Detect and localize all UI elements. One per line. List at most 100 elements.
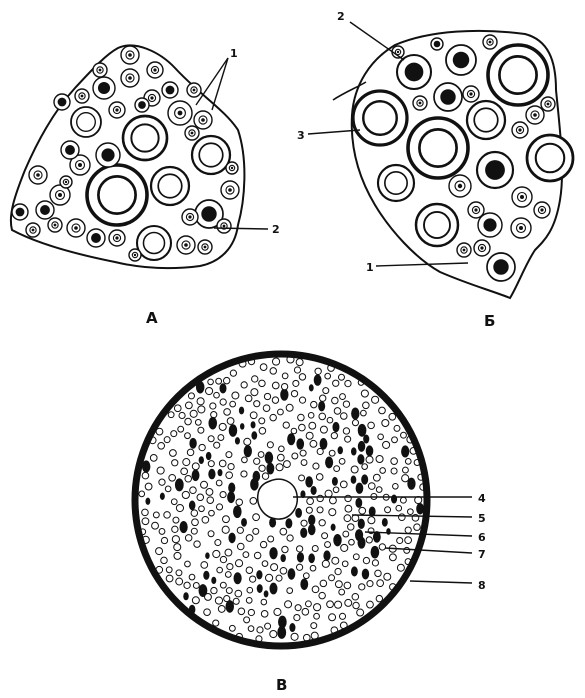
light-cell — [270, 630, 277, 637]
dark-cell — [308, 524, 316, 535]
dark-cell — [356, 483, 364, 494]
light-cell — [219, 460, 226, 467]
light-cell — [243, 552, 249, 558]
light-cell — [259, 465, 265, 471]
panel-b-callout-2: 2 — [337, 10, 345, 23]
light-cell — [408, 509, 414, 515]
light-cell — [307, 498, 314, 505]
light-cell — [171, 499, 177, 505]
dark-cell — [264, 590, 269, 597]
light-cell — [361, 410, 367, 416]
dark-cell — [234, 572, 242, 584]
oocyte — [474, 108, 498, 132]
light-cell — [271, 564, 278, 571]
light-cell — [339, 613, 345, 619]
panel-b-label: Б — [484, 312, 495, 330]
light-cell — [214, 442, 220, 448]
light-cell — [258, 452, 264, 458]
light-cell — [206, 489, 213, 496]
light-cell — [213, 550, 220, 557]
dark-cell — [189, 501, 196, 511]
oocyte — [419, 129, 456, 166]
light-cell — [352, 593, 359, 600]
light-cell — [353, 602, 359, 608]
light-cell — [361, 390, 368, 397]
oocyte-nucleus — [191, 132, 194, 135]
light-cell — [237, 543, 244, 550]
light-cell — [291, 428, 297, 434]
light-cell — [191, 510, 198, 517]
light-cell — [298, 414, 305, 421]
oocyte-nucleus — [81, 95, 84, 98]
light-cell — [281, 383, 287, 389]
light-cell — [327, 417, 333, 423]
light-cell — [299, 424, 306, 431]
light-cell — [291, 633, 298, 640]
light-cell — [295, 605, 301, 611]
dark-cell — [332, 477, 338, 486]
dark-cell — [361, 474, 368, 484]
light-cell — [333, 380, 339, 386]
dark-cell — [296, 438, 304, 449]
dark-cell — [358, 424, 367, 437]
dark-cell — [351, 476, 357, 484]
light-cell — [187, 449, 194, 456]
light-cell — [182, 491, 189, 498]
light-cell — [229, 625, 235, 631]
panel-a-label: А — [146, 309, 158, 327]
light-cell — [246, 535, 253, 542]
dark-cell — [180, 521, 188, 533]
dark-cell — [244, 445, 252, 457]
oocyte-nucleus — [36, 173, 40, 177]
light-cell — [183, 459, 190, 466]
light-cell — [205, 594, 212, 601]
light-cell — [202, 516, 209, 523]
oocyte — [131, 124, 158, 151]
oocyte-nucleus — [204, 246, 207, 249]
light-cell — [339, 589, 345, 595]
light-cell — [380, 468, 386, 474]
light-cell — [319, 413, 326, 420]
light-cell — [397, 564, 404, 571]
light-cell — [384, 573, 391, 580]
light-cell — [207, 497, 214, 504]
dark-cell — [253, 471, 261, 482]
light-cell — [400, 497, 406, 503]
light-cell — [142, 518, 149, 525]
light-cell — [247, 587, 253, 593]
dark-cell — [355, 529, 363, 541]
oocyte-nucleus — [434, 41, 441, 48]
dark-cell — [233, 505, 242, 518]
dark-cell — [323, 550, 330, 561]
dark-cell — [183, 592, 189, 600]
light-cell — [405, 527, 411, 533]
light-cell — [252, 376, 258, 382]
light-cell — [218, 606, 225, 613]
light-cell — [208, 461, 214, 467]
light-cell — [340, 481, 347, 488]
light-cell — [253, 514, 260, 521]
light-cell — [161, 557, 167, 563]
light-cell — [161, 537, 167, 543]
light-cell — [190, 410, 197, 417]
light-cell — [329, 575, 335, 581]
light-cell — [294, 367, 300, 373]
light-cell — [185, 433, 191, 439]
light-cell — [244, 617, 250, 623]
light-cell — [353, 554, 359, 560]
light-cell — [331, 432, 337, 438]
light-cell — [343, 428, 349, 434]
light-cell — [299, 475, 305, 481]
light-cell — [393, 483, 399, 489]
light-cell — [224, 596, 230, 602]
light-cell — [253, 528, 259, 534]
light-cell — [185, 475, 192, 482]
light-cell — [216, 378, 222, 384]
light-cell — [373, 474, 380, 481]
light-cell — [201, 481, 208, 488]
light-cell — [197, 398, 204, 405]
oocyte — [424, 212, 450, 238]
light-cell — [362, 464, 368, 470]
light-cell — [139, 491, 145, 497]
light-cell — [232, 392, 239, 399]
